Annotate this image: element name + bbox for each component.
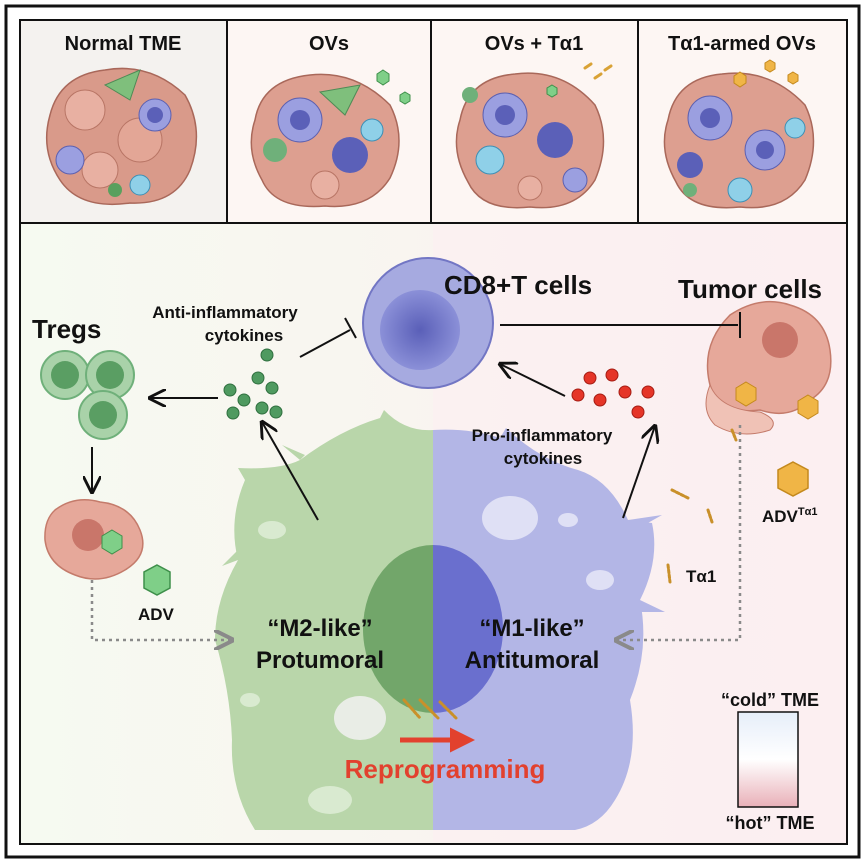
pro-inflammatory-label-line1: Pro-inflammatory <box>472 426 613 445</box>
anti-inflammatory-label-line2: cytokines <box>205 326 283 345</box>
top-panels: Normal TME OVs OVs + Tα1 Tα1-armed OVs <box>19 19 848 224</box>
tumor-cells-label: Tumor cells <box>678 274 822 304</box>
panel-title-ovs-ta1: OVs + Tα1 <box>485 33 583 55</box>
adv-ta1-label: ADVTα1 <box>762 506 818 526</box>
dotted-connectors <box>90 425 742 640</box>
m2-like-label: “M2-like” <box>267 615 372 642</box>
interaction-arrows <box>92 312 741 521</box>
panel-title-normal-tme: Normal TME <box>65 33 182 55</box>
adv-virus-icon <box>143 564 171 596</box>
anti-inflammatory-cytokines <box>223 348 283 420</box>
tregs-label: Tregs <box>32 314 101 344</box>
cold-hot-gradient-bar <box>737 711 799 808</box>
cd8-t-cell <box>362 257 494 389</box>
pro-inflammatory-cytokines <box>571 368 655 419</box>
tumor-cluster-normal <box>45 67 198 206</box>
antitumoral-label: Antitumoral <box>465 647 600 674</box>
protumoral-label: Protumoral <box>256 647 384 674</box>
infected-tumor-cell-left <box>44 499 144 580</box>
tumor-cell-cluster <box>705 300 832 435</box>
adv-ta1-virus-icon <box>777 461 809 497</box>
adv-ta1-label-superscript: Tα1 <box>798 506 818 518</box>
cd8-label: CD8+T cells <box>444 270 592 300</box>
reprogramming-label: Reprogramming <box>345 754 546 784</box>
pro-inflammatory-label-line2: cytokines <box>504 449 582 468</box>
ta1-peptides <box>402 428 738 720</box>
m1-like-label: “M1-like” <box>479 615 584 642</box>
tumor-cluster-ovs-ta1 <box>455 62 613 209</box>
macrophage-cell <box>215 410 665 830</box>
tumor-cluster-ovs <box>250 69 411 208</box>
treg-cells <box>40 350 135 440</box>
anti-inflammatory-label-line1: Anti-inflammatory <box>152 303 298 322</box>
hot-tme-label: “hot” TME <box>726 813 815 833</box>
cold-tme-label: “cold” TME <box>721 690 819 710</box>
adv-label: ADV <box>138 605 175 624</box>
tumor-cluster-ta1-armed-ovs <box>663 59 815 209</box>
adv-ta1-label-base: ADV <box>762 507 799 526</box>
panel-title-ta1-armed-ovs: Tα1-armed OVs <box>668 33 816 55</box>
ta1-label: Tα1 <box>686 567 716 586</box>
panel-title-ovs: OVs <box>309 33 349 55</box>
